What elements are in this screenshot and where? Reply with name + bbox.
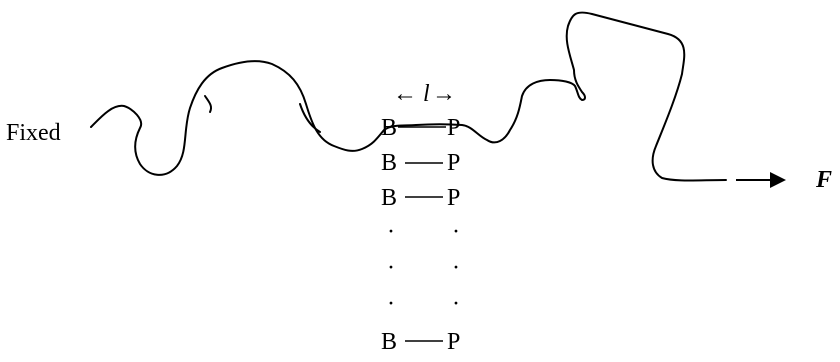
bond-length-right-arrow: → — [432, 81, 456, 107]
bond-length-symbol: l — [423, 81, 430, 107]
fixed-label: Fixed — [6, 120, 61, 146]
pair-left-2: B — [381, 150, 397, 176]
force-arrow-head — [770, 172, 786, 188]
pair-right-7: P — [447, 329, 460, 355]
pair-right-6: · — [452, 291, 460, 317]
force-label: F — [815, 167, 832, 193]
pair-right-3: P — [447, 185, 460, 211]
pair-left-7: B — [381, 329, 397, 355]
bond-length-left-arrow: ← — [393, 81, 417, 107]
pair-right-5: · — [452, 255, 460, 281]
pair-left-5: · — [387, 255, 395, 281]
wavy-chain — [90, 11, 727, 182]
pair-left-4: · — [387, 219, 395, 245]
pair-left-6: · — [387, 291, 395, 317]
pair-left-3: B — [381, 185, 397, 211]
pair-right-2: P — [447, 150, 460, 176]
pair-right-1: P — [447, 115, 460, 141]
chain-kink-1 — [204, 95, 213, 113]
pair-left-1: B — [381, 115, 397, 141]
pair-right-4: · — [452, 219, 460, 245]
chain-kink-2 — [299, 103, 321, 133]
